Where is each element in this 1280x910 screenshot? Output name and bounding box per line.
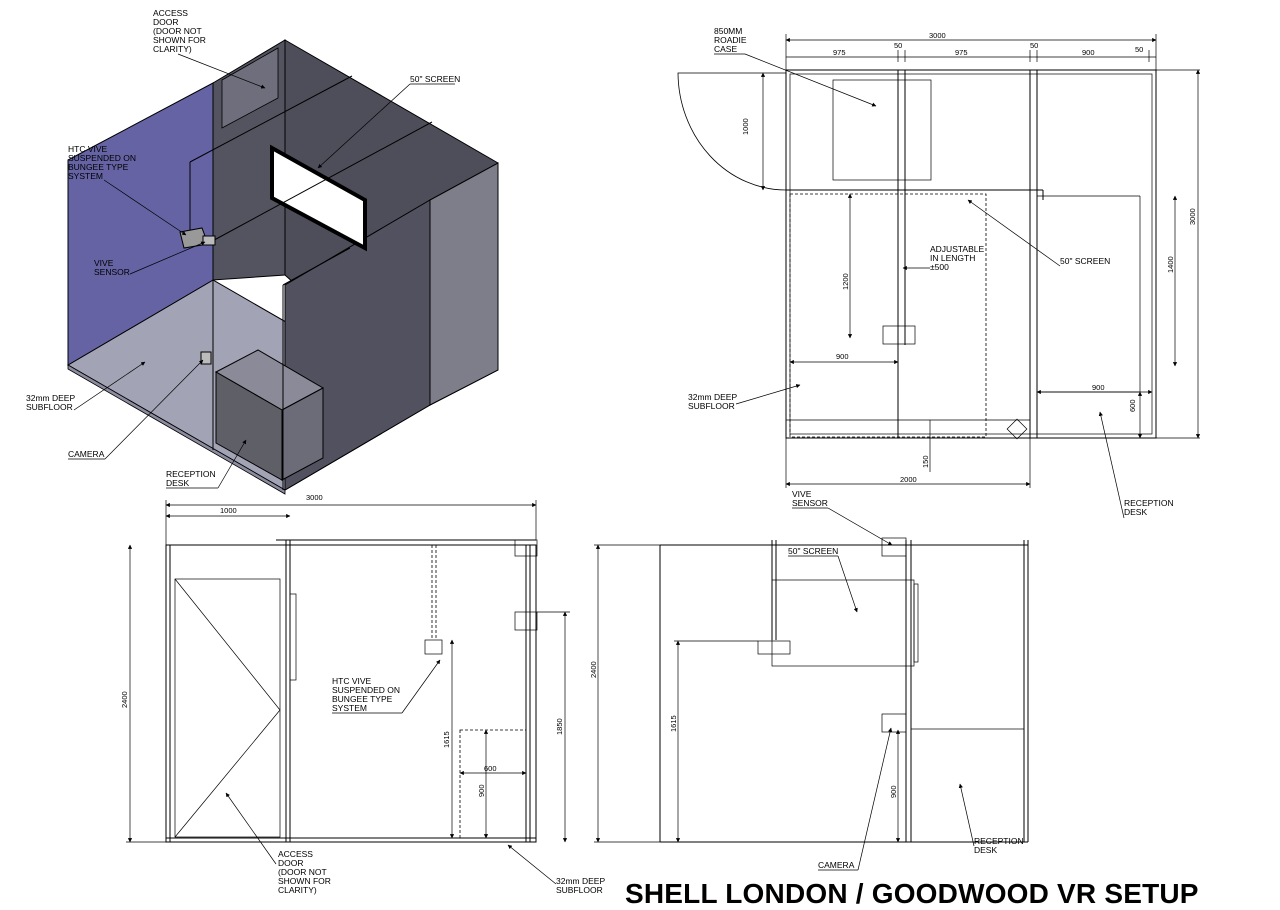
svg-text:50" SCREEN: 50" SCREEN: [1060, 256, 1110, 266]
svg-text:900: 900: [1092, 383, 1105, 392]
plan-vive: [882, 325, 916, 345]
svg-text:3000: 3000: [1188, 208, 1197, 225]
side-camera: [881, 713, 907, 733]
iso-vive-sensor: [202, 235, 216, 246]
svg-text:2000: 2000: [900, 475, 917, 484]
svg-text:50" SCREEN: 50" SCREEN: [788, 546, 838, 556]
iso-side-wall: [429, 162, 499, 406]
svg-text:975: 975: [955, 48, 968, 57]
side-camera-label: CAMERA: [818, 727, 893, 871]
svg-text:3000: 3000: [929, 31, 946, 40]
front-door: [174, 578, 281, 838]
svg-text:1400: 1400: [1166, 256, 1175, 273]
plan-door-swing: [677, 72, 787, 191]
svg-text:600: 600: [1128, 399, 1137, 412]
svg-text:1615: 1615: [442, 731, 451, 748]
side-screen-label: 50" SCREEN: [788, 546, 858, 613]
plan-screen-label: 50" SCREEN: [967, 199, 1110, 267]
svg-text:900: 900: [836, 352, 849, 361]
svg-text:150: 150: [921, 455, 930, 468]
svg-text:900: 900: [477, 784, 486, 797]
svg-text:2400: 2400: [120, 691, 129, 708]
front-desk: [459, 729, 527, 839]
svg-text:CAMERA: CAMERA: [818, 860, 855, 870]
side-vive-sensor: [881, 537, 907, 557]
side-vive: [757, 640, 791, 655]
svg-text:1200: 1200: [841, 273, 850, 290]
svg-text:50: 50: [1135, 45, 1143, 54]
svg-text:1000: 1000: [220, 506, 237, 515]
svg-text:1615: 1615: [669, 715, 678, 732]
svg-text:CAMERA: CAMERA: [68, 449, 105, 459]
iso-access-door: [221, 47, 279, 129]
svg-text:2400: 2400: [589, 661, 598, 678]
iso-screen: [270, 144, 367, 252]
svg-text:600: 600: [484, 764, 497, 773]
svg-text:1000: 1000: [741, 118, 750, 135]
iso-screen-label: 50" SCREEN: [317, 74, 460, 169]
svg-text:900: 900: [889, 785, 898, 798]
plan-view: 3000 975 50 975 50 900 50 1000 3000 1400…: [677, 26, 1201, 519]
plan-subfloor: [789, 193, 987, 438]
page-title: SHELL LONDON / GOODWOOD VR SETUP: [625, 878, 1199, 909]
svg-text:975: 975: [833, 48, 846, 57]
svg-text:50: 50: [1030, 41, 1038, 50]
side-screen: [771, 579, 915, 667]
svg-text:50" SCREEN: 50" SCREEN: [410, 74, 460, 84]
side-desk: [910, 728, 1025, 843]
svg-text:3000: 3000: [306, 493, 323, 502]
iso-camera-label: CAMERA: [68, 359, 204, 460]
iso-camera: [200, 351, 212, 365]
plan-roadie-case: [832, 79, 932, 181]
svg-text:1850: 1850: [555, 718, 564, 735]
svg-text:900: 900: [1082, 48, 1095, 57]
iso-desk-side: [281, 387, 324, 481]
svg-text:50: 50: [894, 41, 902, 50]
plan-camera: [1006, 418, 1028, 440]
front-vive: [424, 639, 443, 655]
